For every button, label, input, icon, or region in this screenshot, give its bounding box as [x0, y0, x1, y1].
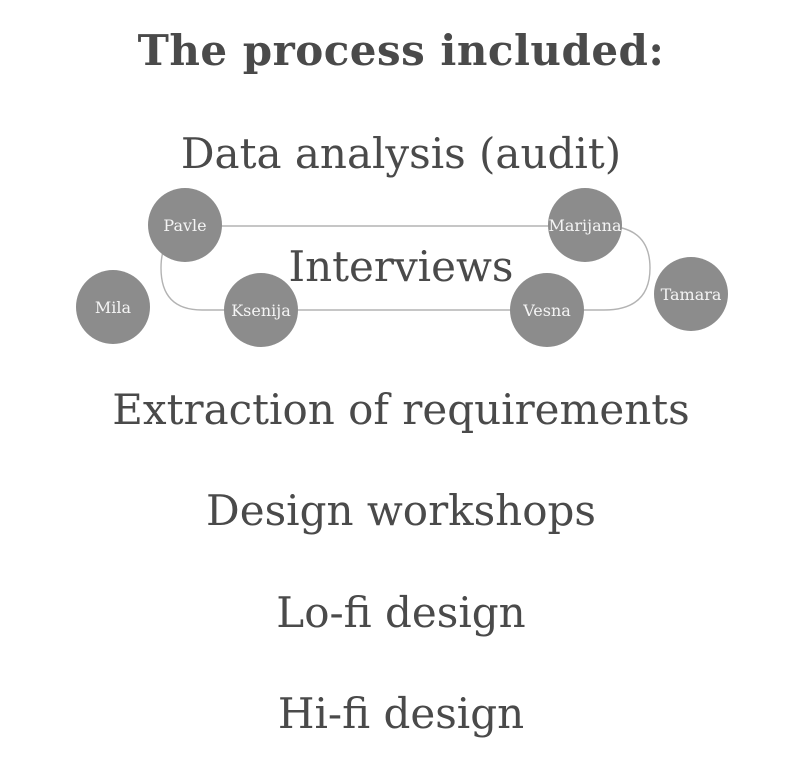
- step-hifi-design: Hi-fi design: [277, 689, 525, 738]
- step-interviews: Interviews: [288, 242, 514, 291]
- participant-vesna: Vesna: [510, 273, 584, 347]
- participant-mila: Mila: [76, 270, 150, 344]
- step-extraction: Extraction of requirements: [112, 385, 690, 434]
- participant-marijana: Marijana: [548, 188, 622, 262]
- participant-tamara: Tamara: [654, 257, 728, 331]
- participant-ksenija: Ksenija: [224, 273, 298, 347]
- step-data-analysis: Data analysis (audit): [180, 129, 622, 178]
- participant-pavle: Pavle: [148, 188, 222, 262]
- step-design-workshops: Design workshops: [206, 486, 596, 535]
- step-lofi-design: Lo-fi design: [276, 588, 526, 637]
- process-title: The process included:: [137, 26, 665, 75]
